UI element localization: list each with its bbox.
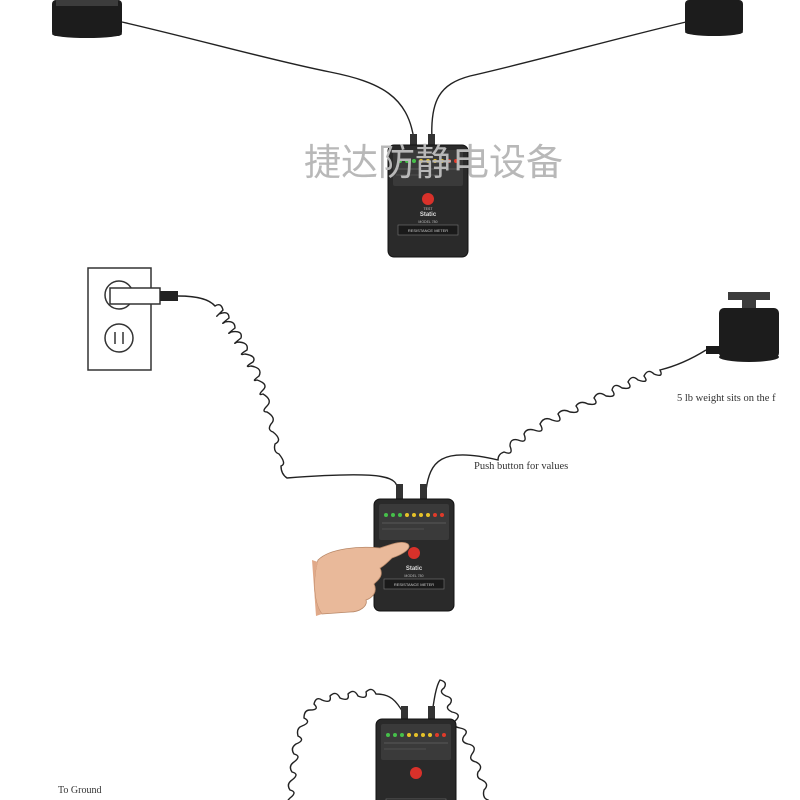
coiled-cable-left xyxy=(177,295,399,491)
panel-1-two-weights: Static MODEL 780 RESISTANCE METER TEST 捷… xyxy=(52,0,743,258)
meter-model: MODEL 780 xyxy=(404,574,423,578)
resistance-meter-2: Static MODEL 780 RESISTANCE METER xyxy=(373,498,455,612)
wall-outlet xyxy=(87,267,152,371)
meter-model: MODEL 780 xyxy=(418,220,437,224)
meter-name: RESISTANCE METER xyxy=(394,582,434,587)
coiled-cable-right xyxy=(425,349,707,491)
push-button-label: Push button for values xyxy=(474,461,568,472)
cable-right xyxy=(431,21,687,141)
resistance-meter-1: Static MODEL 780 RESISTANCE METER TEST xyxy=(387,144,469,258)
weight-note-label: 5 lb weight sits on the f xyxy=(677,393,776,404)
hand-pressing-button xyxy=(312,541,410,616)
coiled-cable-ground xyxy=(287,688,405,800)
weight-left xyxy=(52,0,122,38)
meter-test-label: TEST xyxy=(424,207,434,211)
meter-brand: Static xyxy=(420,212,437,218)
resistance-meter-3 xyxy=(375,718,457,800)
to-ground-label: To Ground xyxy=(58,785,101,796)
panel-2-outlet-weight: Push button for values 5 lb weight sits … xyxy=(87,267,779,616)
watermark-text: 捷达防静电设备 xyxy=(304,141,563,184)
ground-plug xyxy=(109,287,178,305)
coiled-cable-right-3 xyxy=(431,679,490,800)
weight-right xyxy=(685,0,743,36)
panel-3-to-ground: To Ground xyxy=(58,679,490,800)
weight-with-handle xyxy=(706,292,779,362)
meter-name: RESISTANCE METER xyxy=(408,228,448,233)
meter-brand: Static xyxy=(406,566,423,572)
cable-left xyxy=(121,21,415,141)
